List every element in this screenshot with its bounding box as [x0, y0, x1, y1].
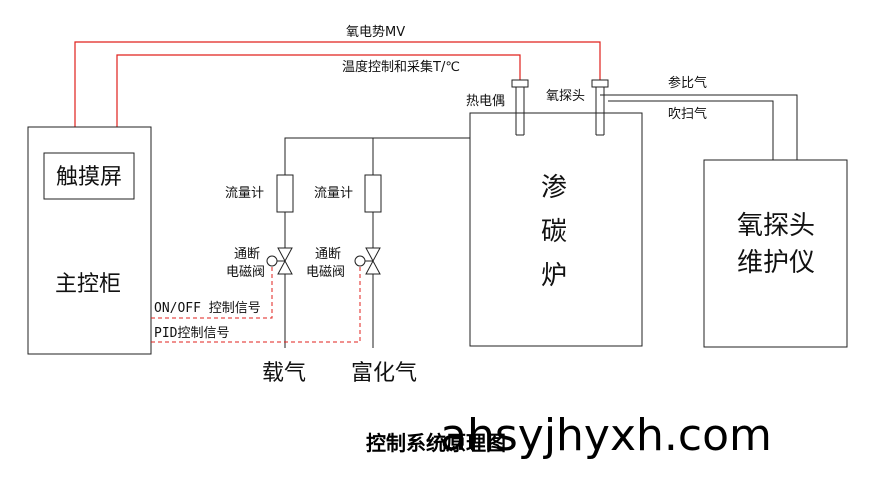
carburizing-furnace	[469, 112, 643, 347]
gas-manifold-line	[284, 137, 470, 175]
diagram-caption: 控制系统原理图	[366, 431, 506, 455]
furnace-label-char-3: 炉	[541, 261, 567, 291]
carrier-gas-label: 载气	[262, 361, 306, 386]
enrich-gas-label: 富化气	[351, 361, 417, 386]
furnace-label-char-1: 渗	[541, 173, 567, 203]
valve-1-label-line1: 通断	[234, 247, 260, 262]
pid-signal-label: PID控制信号	[154, 326, 229, 341]
onoff-signal-label: ON/OFF 控制信号	[154, 301, 261, 316]
main-cabinet-label: 主控柜	[55, 272, 121, 297]
maintainer-label-line1: 氧探头	[737, 211, 815, 241]
probe-maintainer-box	[703, 159, 848, 348]
temperature-label: 温度控制和采集T/℃	[342, 59, 460, 75]
reference-gas-label: 参比气	[668, 75, 707, 91]
touchscreen-label: 触摸屏	[56, 165, 122, 190]
solenoid-valve-2-icon	[354, 247, 381, 275]
purge-gas-line	[608, 100, 774, 160]
flowmeter-1-label: 流量计	[225, 186, 264, 201]
furnace-label-char-2: 碳	[541, 217, 567, 247]
temperature-signal-line	[116, 54, 521, 153]
flowmeter-2	[364, 174, 382, 213]
touchscreen-box	[43, 152, 135, 200]
flowmeter-2-label: 流量计	[314, 186, 353, 201]
valve-1-label-line2: 电磁阀	[226, 265, 265, 280]
watermark: ahsyjhyxh.com	[440, 410, 772, 461]
pid-signal-line	[151, 266, 361, 343]
oxygen-probe-sensor	[591, 79, 609, 136]
reference-gas-line	[600, 94, 798, 160]
oxygen-probe-label: 氧探头	[546, 89, 585, 104]
valve-2-label-line1: 通断	[315, 247, 341, 262]
purge-gas-label: 吹扫气	[668, 106, 707, 122]
flowmeter-1	[276, 174, 294, 213]
solenoid-valve-1-icon	[266, 247, 293, 275]
oxygen-mv-signal-line	[74, 41, 601, 153]
maintainer-label-line2: 维护仪	[737, 248, 815, 278]
onoff-signal-line	[151, 266, 273, 319]
oxygen-mv-label: 氧电势MV	[346, 24, 405, 40]
thermocouple-sensor	[511, 79, 529, 136]
thermocouple-label: 热电偶	[466, 94, 505, 109]
valve-2-label-line2: 电磁阀	[306, 265, 345, 280]
